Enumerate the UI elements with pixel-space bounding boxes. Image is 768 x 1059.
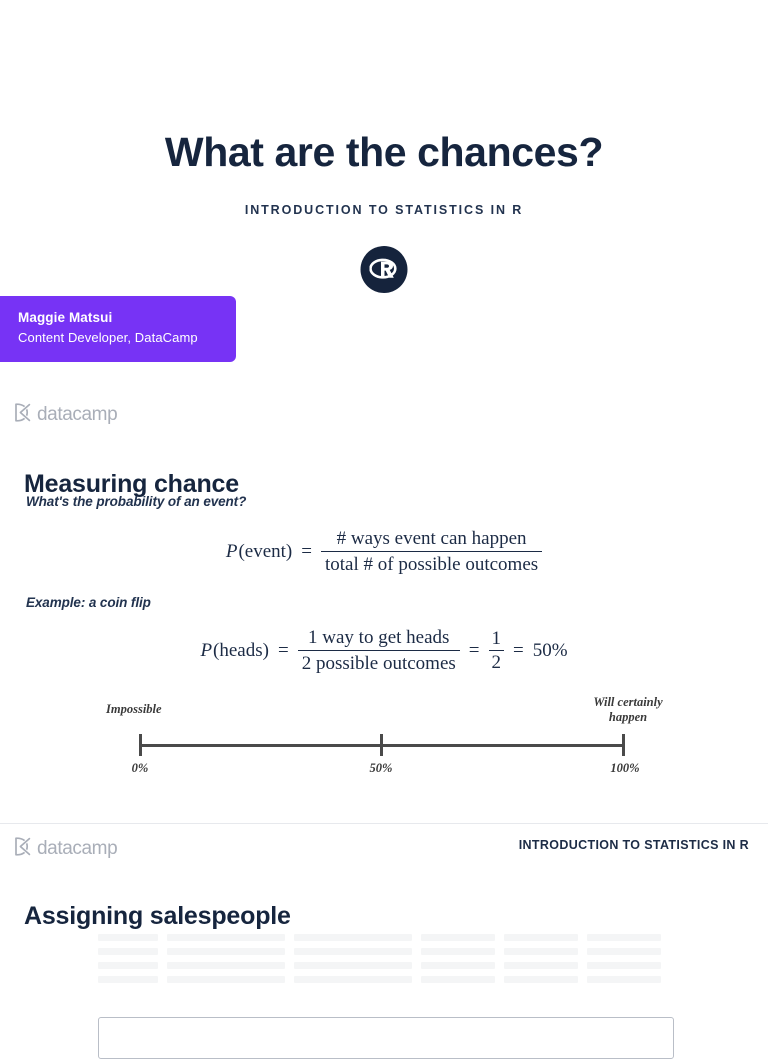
formula-heads-equals: = xyxy=(277,640,289,662)
formula-denominator: total # of possible outcomes xyxy=(320,551,543,576)
datacamp-wordmark: datacamp xyxy=(37,838,118,859)
formula-heads-result: 50% xyxy=(532,640,568,662)
table-cell xyxy=(587,962,661,969)
table-cell xyxy=(587,948,661,955)
datacamp-logo: datacamp xyxy=(14,837,118,861)
table-cell xyxy=(167,948,285,955)
probability-question: What's the probability of an event? xyxy=(26,494,247,509)
table-cell xyxy=(504,934,578,941)
formula-equals: = xyxy=(301,541,312,563)
formula-p-symbol: P xyxy=(225,541,238,563)
table-row xyxy=(98,948,672,955)
table-cell xyxy=(98,948,158,955)
table-cell xyxy=(294,934,412,941)
scale-label-100: 100% xyxy=(610,761,640,775)
formula-heads-equals-2: = xyxy=(468,640,480,662)
slide-eyebrow-course: INTRODUCTION TO STATISTICS IN R xyxy=(518,838,749,852)
table-cell xyxy=(587,976,661,983)
formula-heads-denominator: 2 possible outcomes xyxy=(297,650,460,675)
scale-label-0: 0% xyxy=(131,761,149,775)
scale-label-50: 50% xyxy=(369,761,393,775)
course-subtitle: INTRODUCTION TO STATISTICS IN R xyxy=(244,203,524,217)
code-panel-frame xyxy=(98,1017,674,1059)
table-cell xyxy=(98,976,158,983)
probability-scale: Impossible Will certainly happen 0% 50% … xyxy=(0,690,768,780)
formula-one-half: 1 2 xyxy=(488,628,505,675)
table-cell xyxy=(504,976,578,983)
author-role: Content Developer, DataCamp xyxy=(18,330,198,345)
formula-fraction: # ways event can happen total # of possi… xyxy=(320,528,543,577)
table-row xyxy=(98,934,672,941)
table-cell xyxy=(421,948,495,955)
table-cell xyxy=(167,934,285,941)
assigning-salespeople-slide: datacamp INTRODUCTION TO STATISTICS IN R… xyxy=(0,823,768,1024)
scale-tick-50 xyxy=(380,734,383,756)
formula-heads-equals-3: = xyxy=(513,640,524,662)
title-slide: What are the chances? INTRODUCTION TO ST… xyxy=(0,0,768,427)
formula-numerator: # ways event can happen xyxy=(336,528,527,549)
table-cell xyxy=(294,948,412,955)
formula-heads-arg: (heads) xyxy=(213,640,269,662)
table-cell xyxy=(504,948,578,955)
background-table-watermark xyxy=(98,934,672,1014)
formula-probability-event: P(event) = # ways event can happen total… xyxy=(0,528,768,577)
datacamp-wordmark: datacamp xyxy=(37,404,118,425)
slide-title-measuring-chance: Measuring chance xyxy=(24,469,239,498)
datacamp-logo: datacamp xyxy=(14,403,118,427)
formula-heads-numerator: 1 way to get heads xyxy=(308,627,450,648)
table-cell xyxy=(98,962,158,969)
table-cell xyxy=(294,962,412,969)
table-cell xyxy=(421,934,495,941)
slide-title-assigning-salespeople: Assigning salespeople xyxy=(24,901,291,930)
formula-heads-fraction: 1 way to get heads 2 possible outcomes xyxy=(297,627,460,676)
author-card: Maggie Matsui Content Developer, DataCam… xyxy=(0,296,236,362)
table-cell xyxy=(421,962,495,969)
scale-caption-certain: Will certainly happen xyxy=(593,695,663,724)
author-name: Maggie Matsui xyxy=(18,310,113,325)
table-cell xyxy=(294,976,412,983)
table-cell xyxy=(167,962,285,969)
table-cell xyxy=(587,934,661,941)
formula-heads-p-symbol: P xyxy=(200,640,213,662)
scale-caption-impossible: Impossible xyxy=(106,702,162,716)
formula-one-half-denominator: 2 xyxy=(488,650,505,674)
table-row xyxy=(98,976,672,983)
scale-tick-0 xyxy=(139,734,142,756)
table-cell xyxy=(504,962,578,969)
formula-one-half-numerator: 1 xyxy=(491,628,502,649)
table-row xyxy=(98,962,672,969)
scale-tick-100 xyxy=(622,734,625,756)
datacamp-mark-icon xyxy=(14,837,31,861)
measuring-chance-slide: Measuring chance xyxy=(0,424,768,823)
table-cell xyxy=(421,976,495,983)
formula-probability-heads: P(heads) = 1 way to get heads 2 possible… xyxy=(0,627,768,676)
table-cell xyxy=(98,934,158,941)
r-language-icon xyxy=(360,246,408,293)
page-title: What are the chances? xyxy=(164,129,604,176)
datacamp-mark-icon xyxy=(14,403,31,427)
example-label: Example: a coin flip xyxy=(26,595,151,610)
table-cell xyxy=(167,976,285,983)
formula-event-arg: (event) xyxy=(238,541,293,563)
